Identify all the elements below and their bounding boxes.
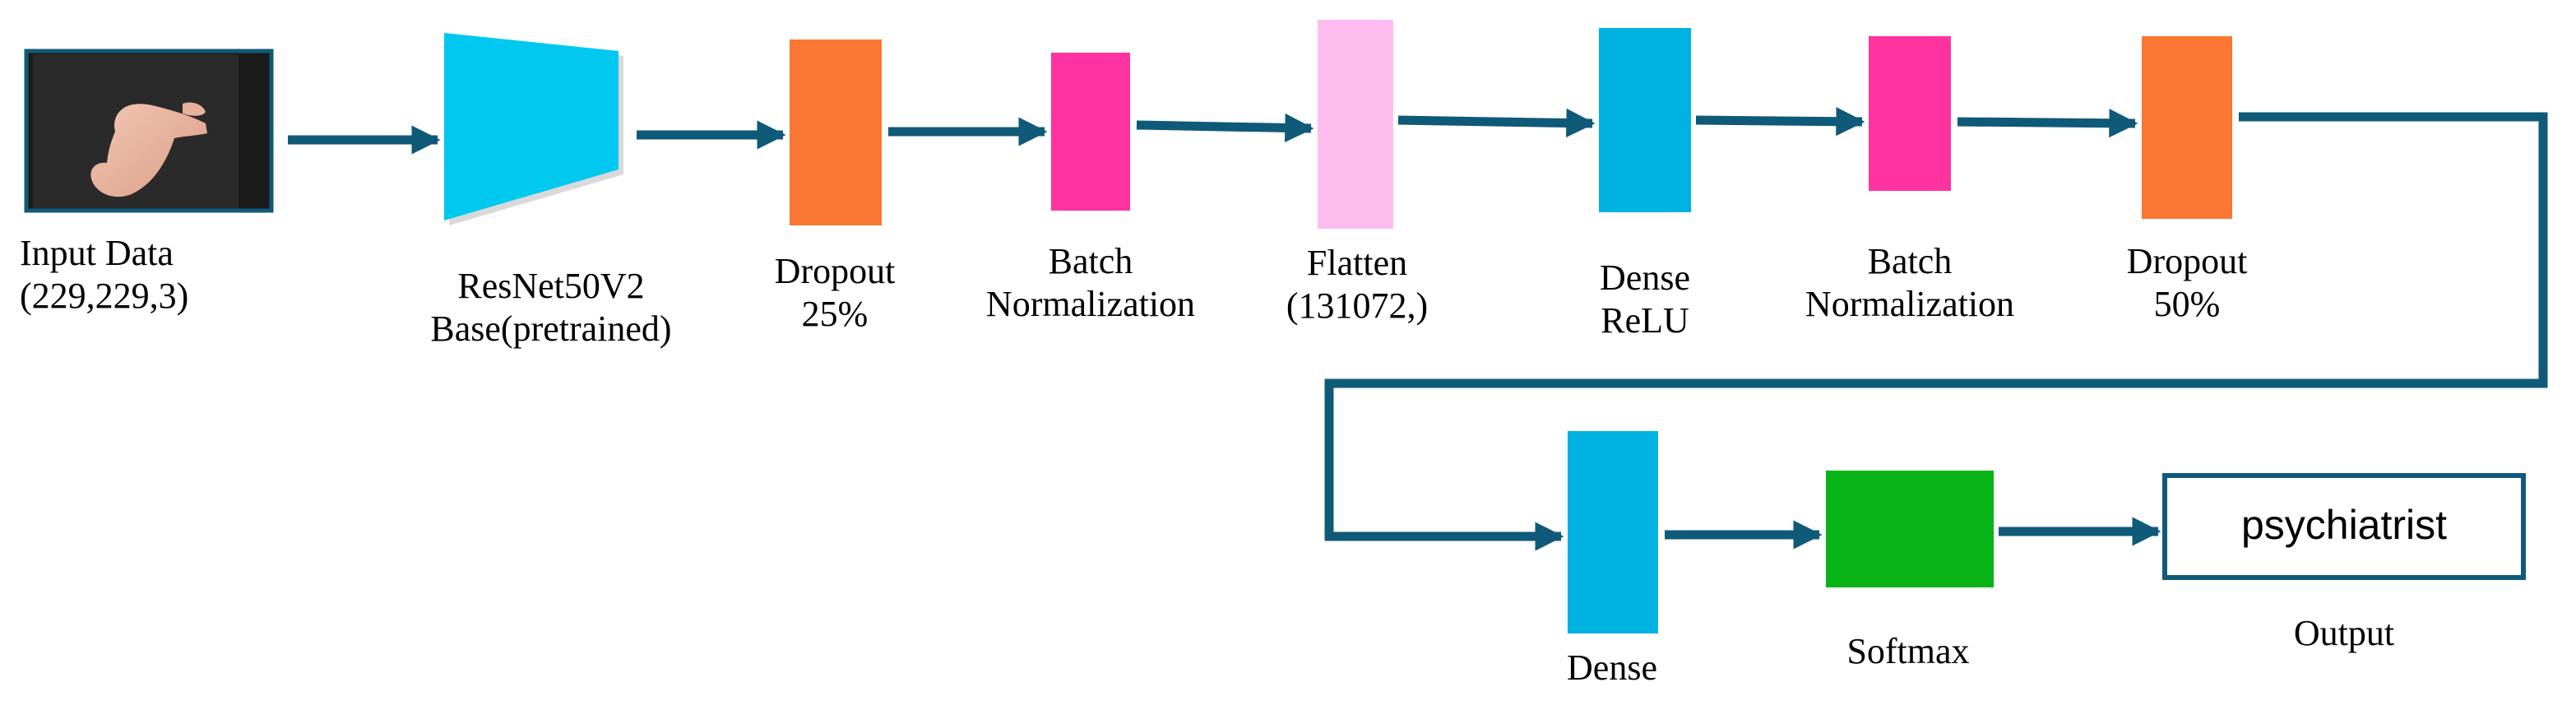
dense-label-2: Dense bbox=[1513, 647, 1711, 689]
dense-relu-label-line1: Dense bbox=[1600, 258, 1690, 298]
batchnorm-block-1 bbox=[1051, 53, 1130, 211]
batchnorm-label-1-line1: Batch bbox=[1048, 241, 1133, 281]
arrow-flatten-to-dense bbox=[1397, 108, 1596, 138]
arrow-batchnorm-to-flatten bbox=[1136, 113, 1314, 142]
batchnorm-label-2: Batch Normalization bbox=[1770, 240, 2050, 326]
dense-relu-block bbox=[1599, 28, 1691, 212]
arrows bbox=[288, 107, 2548, 551]
dropout-label-2: Dropout 50% bbox=[2084, 240, 2290, 326]
dropout-label-2-line2: 50% bbox=[2153, 284, 2221, 324]
softmax-block bbox=[1826, 471, 1994, 587]
resnet-block bbox=[444, 33, 619, 220]
dropout-label-2-line1: Dropout bbox=[2126, 241, 2248, 281]
input-label: Input Data (229,229,3) bbox=[20, 232, 266, 318]
flatten-label: Flatten (131072,) bbox=[1258, 242, 1456, 327]
flatten-label-line2: (131072,) bbox=[1286, 285, 1429, 326]
input-label-line1: Input Data bbox=[20, 233, 174, 273]
arrow-dropout-to-dense-connector bbox=[1324, 112, 2548, 551]
dropout-block-1 bbox=[790, 39, 882, 225]
batchnorm-label-1: Batch Normalization bbox=[951, 240, 1230, 326]
batchnorm-label-2-line1: Batch bbox=[1867, 241, 1953, 281]
output-value: psychiatrist bbox=[2240, 502, 2448, 548]
dropout-label-1-line1: Dropout bbox=[774, 251, 896, 291]
input-image-frame bbox=[24, 49, 274, 213]
flatten-label-line1: Flatten bbox=[1306, 243, 1408, 283]
flatten-block bbox=[1318, 20, 1393, 229]
dropout-label-1: Dropout 25% bbox=[732, 250, 938, 336]
arrow-dense-to-batchnorm bbox=[1695, 107, 1865, 137]
dropout-block-2 bbox=[2142, 36, 2232, 219]
resnet-label-line2: Base(pretrained) bbox=[430, 309, 672, 349]
softmax-label-line1: Softmax bbox=[1846, 631, 1970, 671]
batchnorm-block-2 bbox=[1869, 36, 1951, 191]
dense-label-2-line1: Dense bbox=[1567, 647, 1657, 688]
output-box bbox=[2162, 473, 2526, 580]
softmax-label: Softmax bbox=[1809, 630, 2007, 673]
output-label-line1: Output bbox=[2293, 613, 2395, 653]
input-label-line2: (229,229,3) bbox=[20, 276, 189, 316]
arrow-batchnorm-to-dropout bbox=[1957, 109, 2138, 138]
dropout-label-1-line2: 25% bbox=[801, 294, 869, 334]
dense-block-2 bbox=[1568, 431, 1658, 633]
finger-shape bbox=[183, 102, 206, 116]
batchnorm-label-1-line2: Normalization bbox=[985, 284, 1196, 324]
dense-relu-label-line2: ReLU bbox=[1601, 300, 1689, 341]
resnet-label-line1: ResNet50V2 bbox=[457, 266, 645, 306]
input-image bbox=[24, 49, 274, 213]
resnet-label: ResNet50V2 Base(pretrained) bbox=[387, 265, 716, 350]
hand-shape bbox=[90, 104, 207, 197]
dense-relu-label: Dense ReLU bbox=[1546, 257, 1744, 342]
output-label: Output bbox=[2221, 612, 2467, 655]
batchnorm-label-2-line2: Normalization bbox=[1805, 284, 2015, 324]
